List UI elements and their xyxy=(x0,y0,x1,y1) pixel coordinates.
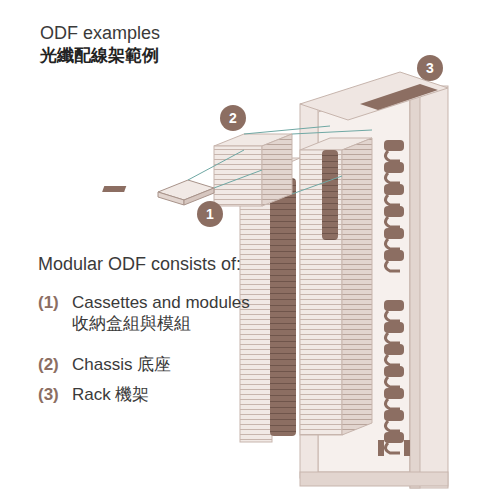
cable-hook xyxy=(384,366,404,387)
chassis-drawer-side xyxy=(262,134,292,206)
cable-spool-column xyxy=(270,178,296,436)
callout-number: 3 xyxy=(417,55,443,81)
rack-top-vent xyxy=(360,84,438,110)
module-side xyxy=(342,138,372,435)
cable-hook xyxy=(384,140,404,161)
cable-hook xyxy=(384,300,404,321)
callout-number: 2 xyxy=(220,105,246,131)
list-number: (2) xyxy=(38,354,59,375)
cable-hook xyxy=(384,322,404,343)
cable-hook xyxy=(384,228,404,249)
list-item: Chassis 底座 xyxy=(72,354,171,375)
guide-line xyxy=(214,170,262,188)
callout-number: 1 xyxy=(197,201,223,227)
cable-hook xyxy=(384,206,404,227)
list-item: Rack 機架 xyxy=(72,384,149,405)
list-number: (1) xyxy=(38,292,59,313)
cable-stub xyxy=(378,440,384,456)
chassis-drawer xyxy=(214,146,262,206)
callout-text: 1 xyxy=(206,206,214,222)
cable-hook xyxy=(384,250,404,271)
callout-text: 2 xyxy=(229,110,237,126)
list-number: (3) xyxy=(38,384,59,405)
cassette-front xyxy=(158,192,184,205)
callout-text: 3 xyxy=(426,60,434,76)
subtitle: 光纖配線架範例 xyxy=(40,45,159,66)
list-item: Cassettes and modules 收納盒組與模組 xyxy=(72,292,277,335)
guide-line xyxy=(292,176,342,194)
rack-right-post xyxy=(410,86,448,488)
cable-hook xyxy=(384,184,404,205)
rack-base xyxy=(300,472,448,486)
cable-hook xyxy=(384,344,404,365)
guide-line xyxy=(292,130,372,134)
cable-hook xyxy=(384,162,404,183)
cable-spool-column xyxy=(322,150,338,240)
title: ODF examples xyxy=(40,22,160,45)
cable-stub xyxy=(404,440,410,456)
cassette-fibre xyxy=(102,186,126,192)
list-heading: Modular ODF consists of: xyxy=(38,253,241,276)
module-stack xyxy=(300,150,342,435)
cable-hook xyxy=(384,432,404,453)
rack-post-edge xyxy=(410,86,420,488)
cable-hook xyxy=(384,410,404,431)
cable-hook xyxy=(384,388,404,409)
guide-line xyxy=(188,150,244,180)
